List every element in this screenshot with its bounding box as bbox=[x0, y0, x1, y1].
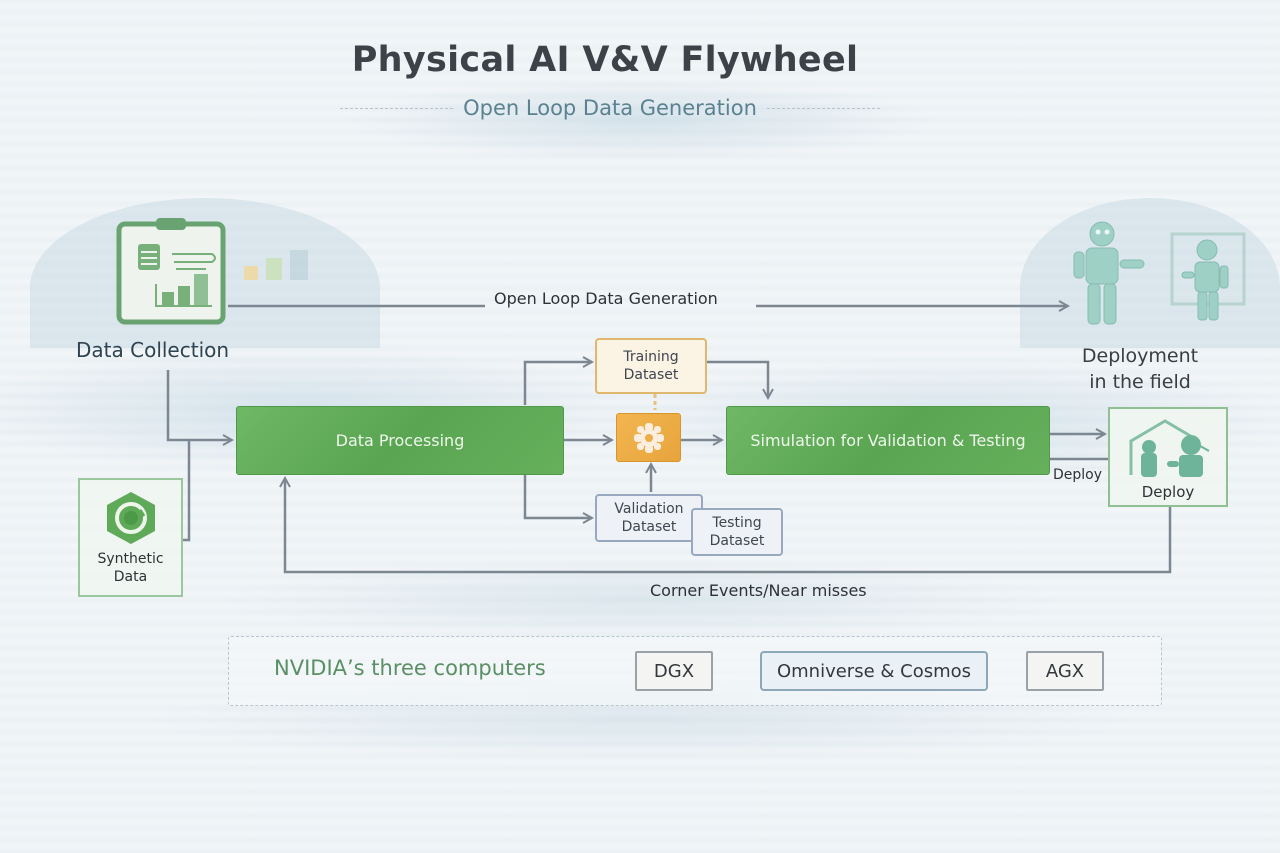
gear-icon bbox=[633, 422, 664, 453]
computer-omniverse-cosmos[interactable]: Omniverse & Cosmos bbox=[760, 651, 988, 691]
testing-dataset-line2: Dataset bbox=[709, 533, 765, 549]
computer-dgx[interactable]: DGX bbox=[635, 651, 713, 691]
subtitle-row: Open Loop Data Generation bbox=[340, 96, 881, 120]
deploy-box[interactable]: Deploy bbox=[1108, 407, 1228, 507]
deploy-edge-label: Deploy bbox=[1053, 467, 1103, 483]
robots-icon bbox=[1073, 221, 1246, 325]
collection-to-synthetic-arrow bbox=[182, 440, 191, 542]
validation-dataset-line2: Dataset bbox=[621, 519, 677, 535]
synthetic-data-line2: Data bbox=[113, 569, 148, 585]
data-collection-chart-decoration bbox=[244, 250, 314, 290]
home-robot-icon bbox=[1129, 419, 1210, 477]
data-collection-icon bbox=[116, 214, 226, 326]
processing-to-validation-arrow bbox=[523, 475, 592, 518]
validation-dataset-box[interactable]: Validation Dataset bbox=[595, 494, 703, 542]
open-loop-label: Open Loop Data Generation bbox=[494, 289, 718, 308]
collection-to-processing-arrow bbox=[166, 370, 232, 440]
training-dataset-line1: Training bbox=[623, 349, 679, 365]
synthetic-data-line1: Synthetic bbox=[97, 551, 164, 567]
corner-events-loop-arrow bbox=[285, 478, 1172, 574]
testing-dataset-line1: Testing bbox=[712, 515, 762, 531]
deployment-label: Deployment in the field bbox=[1050, 343, 1230, 395]
testing-dataset-box[interactable]: Testing Dataset bbox=[691, 508, 783, 556]
page-subtitle: Open Loop Data Generation bbox=[463, 96, 757, 120]
computers-label: NVIDIA’s three computers bbox=[274, 656, 546, 680]
training-to-simulation-arrow bbox=[705, 360, 768, 398]
computer-agx[interactable]: AGX bbox=[1026, 651, 1104, 691]
hexagon-cycle-icon bbox=[106, 492, 155, 544]
data-collection-label: Data Collection bbox=[76, 338, 230, 362]
synthetic-data-label: Synthetic Data bbox=[97, 550, 163, 586]
subtitle-divider-right bbox=[766, 107, 881, 109]
processing-to-training-arrow bbox=[523, 362, 592, 405]
corner-events-label: Corner Events/Near misses bbox=[650, 581, 867, 600]
training-dataset-line2: Dataset bbox=[623, 367, 679, 383]
deployment-label-line1: Deployment bbox=[1081, 345, 1199, 367]
deploy-box-label: Deploy bbox=[1141, 483, 1195, 501]
training-dataset-box[interactable]: Training Dataset bbox=[595, 338, 707, 394]
deployment-label-line2: in the field bbox=[1089, 371, 1191, 393]
clipboard-chart-icon bbox=[116, 218, 226, 325]
simulation-label: Simulation for Validation & Testing bbox=[750, 431, 1026, 450]
simulation-box[interactable]: Simulation for Validation & Testing bbox=[726, 406, 1050, 475]
page-title: Physical AI V&V Flywheel bbox=[351, 40, 859, 80]
deployment-backdrop bbox=[1020, 198, 1280, 348]
data-processing-box[interactable]: Data Processing bbox=[236, 406, 564, 475]
processor-box[interactable] bbox=[616, 413, 681, 462]
data-processing-label: Data Processing bbox=[335, 431, 465, 450]
synthetic-data-box[interactable]: Synthetic Data bbox=[78, 478, 183, 597]
subtitle-divider-left bbox=[340, 107, 454, 109]
validation-dataset-line1: Validation bbox=[614, 501, 684, 517]
deployment-robots bbox=[1062, 220, 1252, 335]
